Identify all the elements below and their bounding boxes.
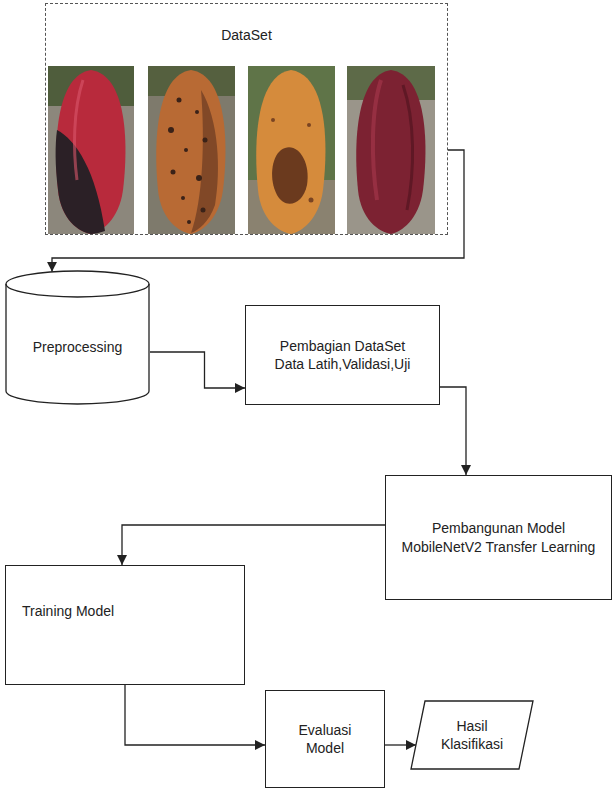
process-box: Pembangunan Model MobileNetV2 Transfer L… <box>385 475 612 600</box>
pod-body <box>156 70 225 234</box>
parallelogram-outline <box>410 700 534 770</box>
pod-spot <box>196 175 202 181</box>
pod-shine <box>75 80 83 180</box>
cacao-pod <box>156 70 225 234</box>
pod-ridge <box>403 85 413 210</box>
photo-ground <box>148 66 235 234</box>
pod-spot <box>201 208 206 213</box>
cacao-pod <box>356 70 425 234</box>
pod-spot <box>195 110 199 114</box>
flow-arrow <box>150 352 245 388</box>
pod-spot <box>307 123 311 127</box>
parallelogram-body <box>411 701 533 769</box>
cacao-pod <box>56 70 126 234</box>
process-box: Training Model <box>5 565 245 685</box>
node-label: Preprocessing <box>33 338 123 356</box>
node-label: Pembagian DataSet Data Latih,Validasi,Uj… <box>272 337 414 373</box>
cylinder-body <box>6 271 149 404</box>
pod-spot <box>187 220 191 224</box>
pod-shine <box>373 80 381 200</box>
cylinder-rim <box>6 284 149 297</box>
pod-shadow <box>191 90 218 233</box>
pod-spot <box>181 196 185 200</box>
pod-spot <box>177 98 182 103</box>
process-box: Pembagian DataSet Data Latih,Validasi,Uj… <box>245 305 440 405</box>
pod-spot <box>168 127 174 133</box>
cylinder-outline <box>5 270 150 405</box>
flow-arrow <box>52 150 464 272</box>
flow-arrow <box>125 685 265 745</box>
pod-rot <box>56 130 105 234</box>
output-parallelogram: Hasil Klasifikasi <box>410 700 534 770</box>
photo-ground <box>248 66 335 234</box>
node-label: Hasil Klasifikasi <box>430 717 514 753</box>
pod-spot <box>171 170 176 175</box>
flow-arrow <box>440 387 466 475</box>
node-label: Training Model <box>22 602 114 620</box>
node-label: Evaluasi Model <box>289 721 361 757</box>
process-box: Evaluasi Model <box>265 690 385 788</box>
pod-body <box>356 70 425 234</box>
pod-spot <box>203 138 208 143</box>
pod-body <box>56 70 125 234</box>
dataset-panel: DataSet <box>45 3 448 235</box>
pod-spot <box>184 148 188 152</box>
flow-arrow <box>385 744 416 745</box>
node-label: Pembangunan Model MobileNetV2 Transfer L… <box>396 519 601 555</box>
pod-spot <box>309 198 314 203</box>
pod-spot <box>271 118 275 122</box>
flow-arrow <box>122 525 385 565</box>
node-label: DataSet <box>221 26 272 44</box>
cacao-pod <box>256 70 325 234</box>
pod-rot <box>272 147 308 203</box>
pod-body <box>256 70 325 234</box>
photo-ground <box>48 66 134 234</box>
storage-cylinder: Preprocessing <box>5 270 150 405</box>
photo-ground <box>347 66 435 234</box>
